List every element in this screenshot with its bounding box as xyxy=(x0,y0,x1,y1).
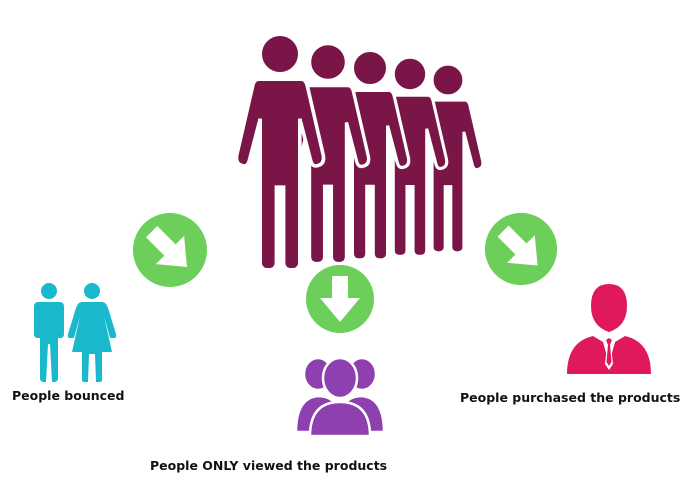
arrow-right-icon xyxy=(484,212,558,286)
group-icon xyxy=(294,356,386,438)
label-bounced: People bounced xyxy=(12,388,125,403)
arrow-down-icon xyxy=(306,265,374,333)
arrow-left-icon xyxy=(133,213,207,287)
crowd-icon xyxy=(234,32,485,268)
man-woman-icon xyxy=(34,283,117,382)
businessman-icon xyxy=(567,284,651,374)
label-purchased: People purchased the products xyxy=(460,390,681,405)
label-viewed: People ONLY viewed the products xyxy=(150,458,388,473)
